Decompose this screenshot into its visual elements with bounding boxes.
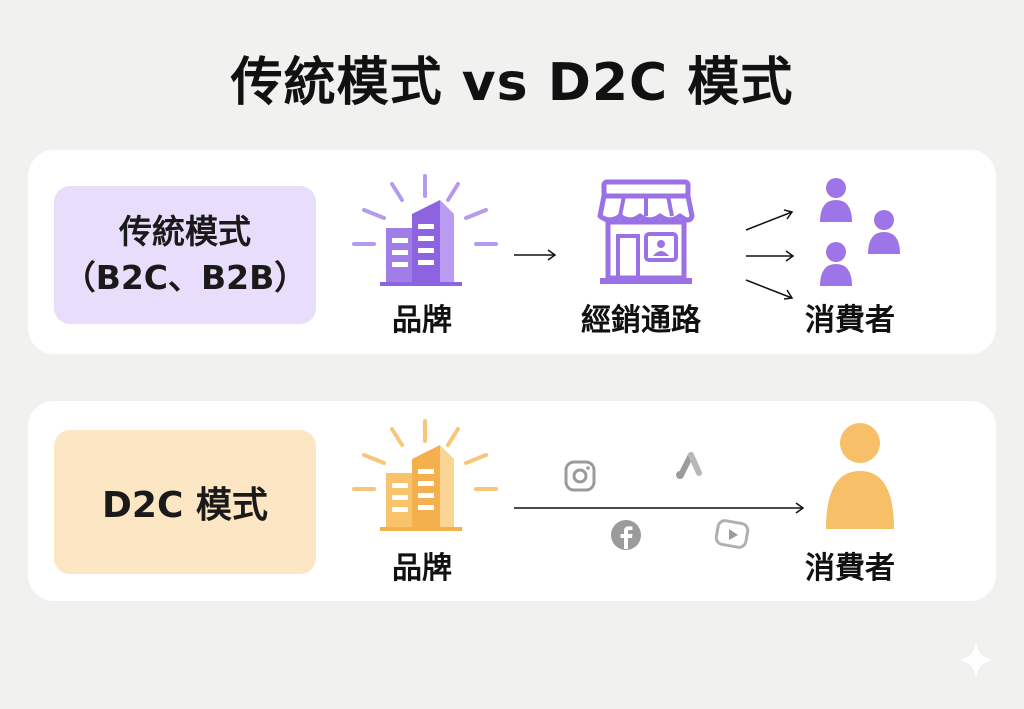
brand-label: 品牌 — [392, 551, 452, 586]
consumer-label: 消費者 — [805, 551, 895, 586]
youtube-icon — [714, 519, 750, 549]
arrow-right-icon — [514, 502, 805, 514]
traditional-model-label-box: 传統模式 （B2C、B2B） — [54, 186, 316, 324]
building-icon — [352, 174, 498, 286]
traditional-model-card: 传統模式 （B2C、B2B） 品牌 — [28, 150, 996, 354]
d2c-model-card: D2C 模式 品牌 — [28, 401, 996, 601]
channel-label: 經銷通路 — [581, 303, 701, 338]
storefront-icon — [597, 179, 695, 284]
people-group-icon — [820, 178, 900, 286]
d2c-model-label: D2C 模式 — [102, 485, 268, 526]
page-title: 传統模式 vs D2C 模式 — [230, 53, 794, 113]
traditional-model-sublabel: （B2C、B2B） — [62, 258, 308, 297]
traditional-model-label: 传統模式 — [119, 212, 251, 251]
sparkle-icon — [958, 642, 994, 678]
building-icon — [352, 419, 498, 531]
d2c-model-label-box: D2C 模式 — [54, 430, 316, 574]
facebook-icon — [611, 520, 641, 550]
person-icon — [826, 423, 894, 529]
instagram-icon — [564, 460, 596, 492]
fan-out-arrows-icon — [745, 209, 795, 300]
consumer-label: 消費者 — [805, 303, 895, 338]
arrow-right-icon — [514, 249, 557, 261]
google-ads-icon — [676, 452, 702, 479]
brand-label: 品牌 — [392, 303, 452, 338]
